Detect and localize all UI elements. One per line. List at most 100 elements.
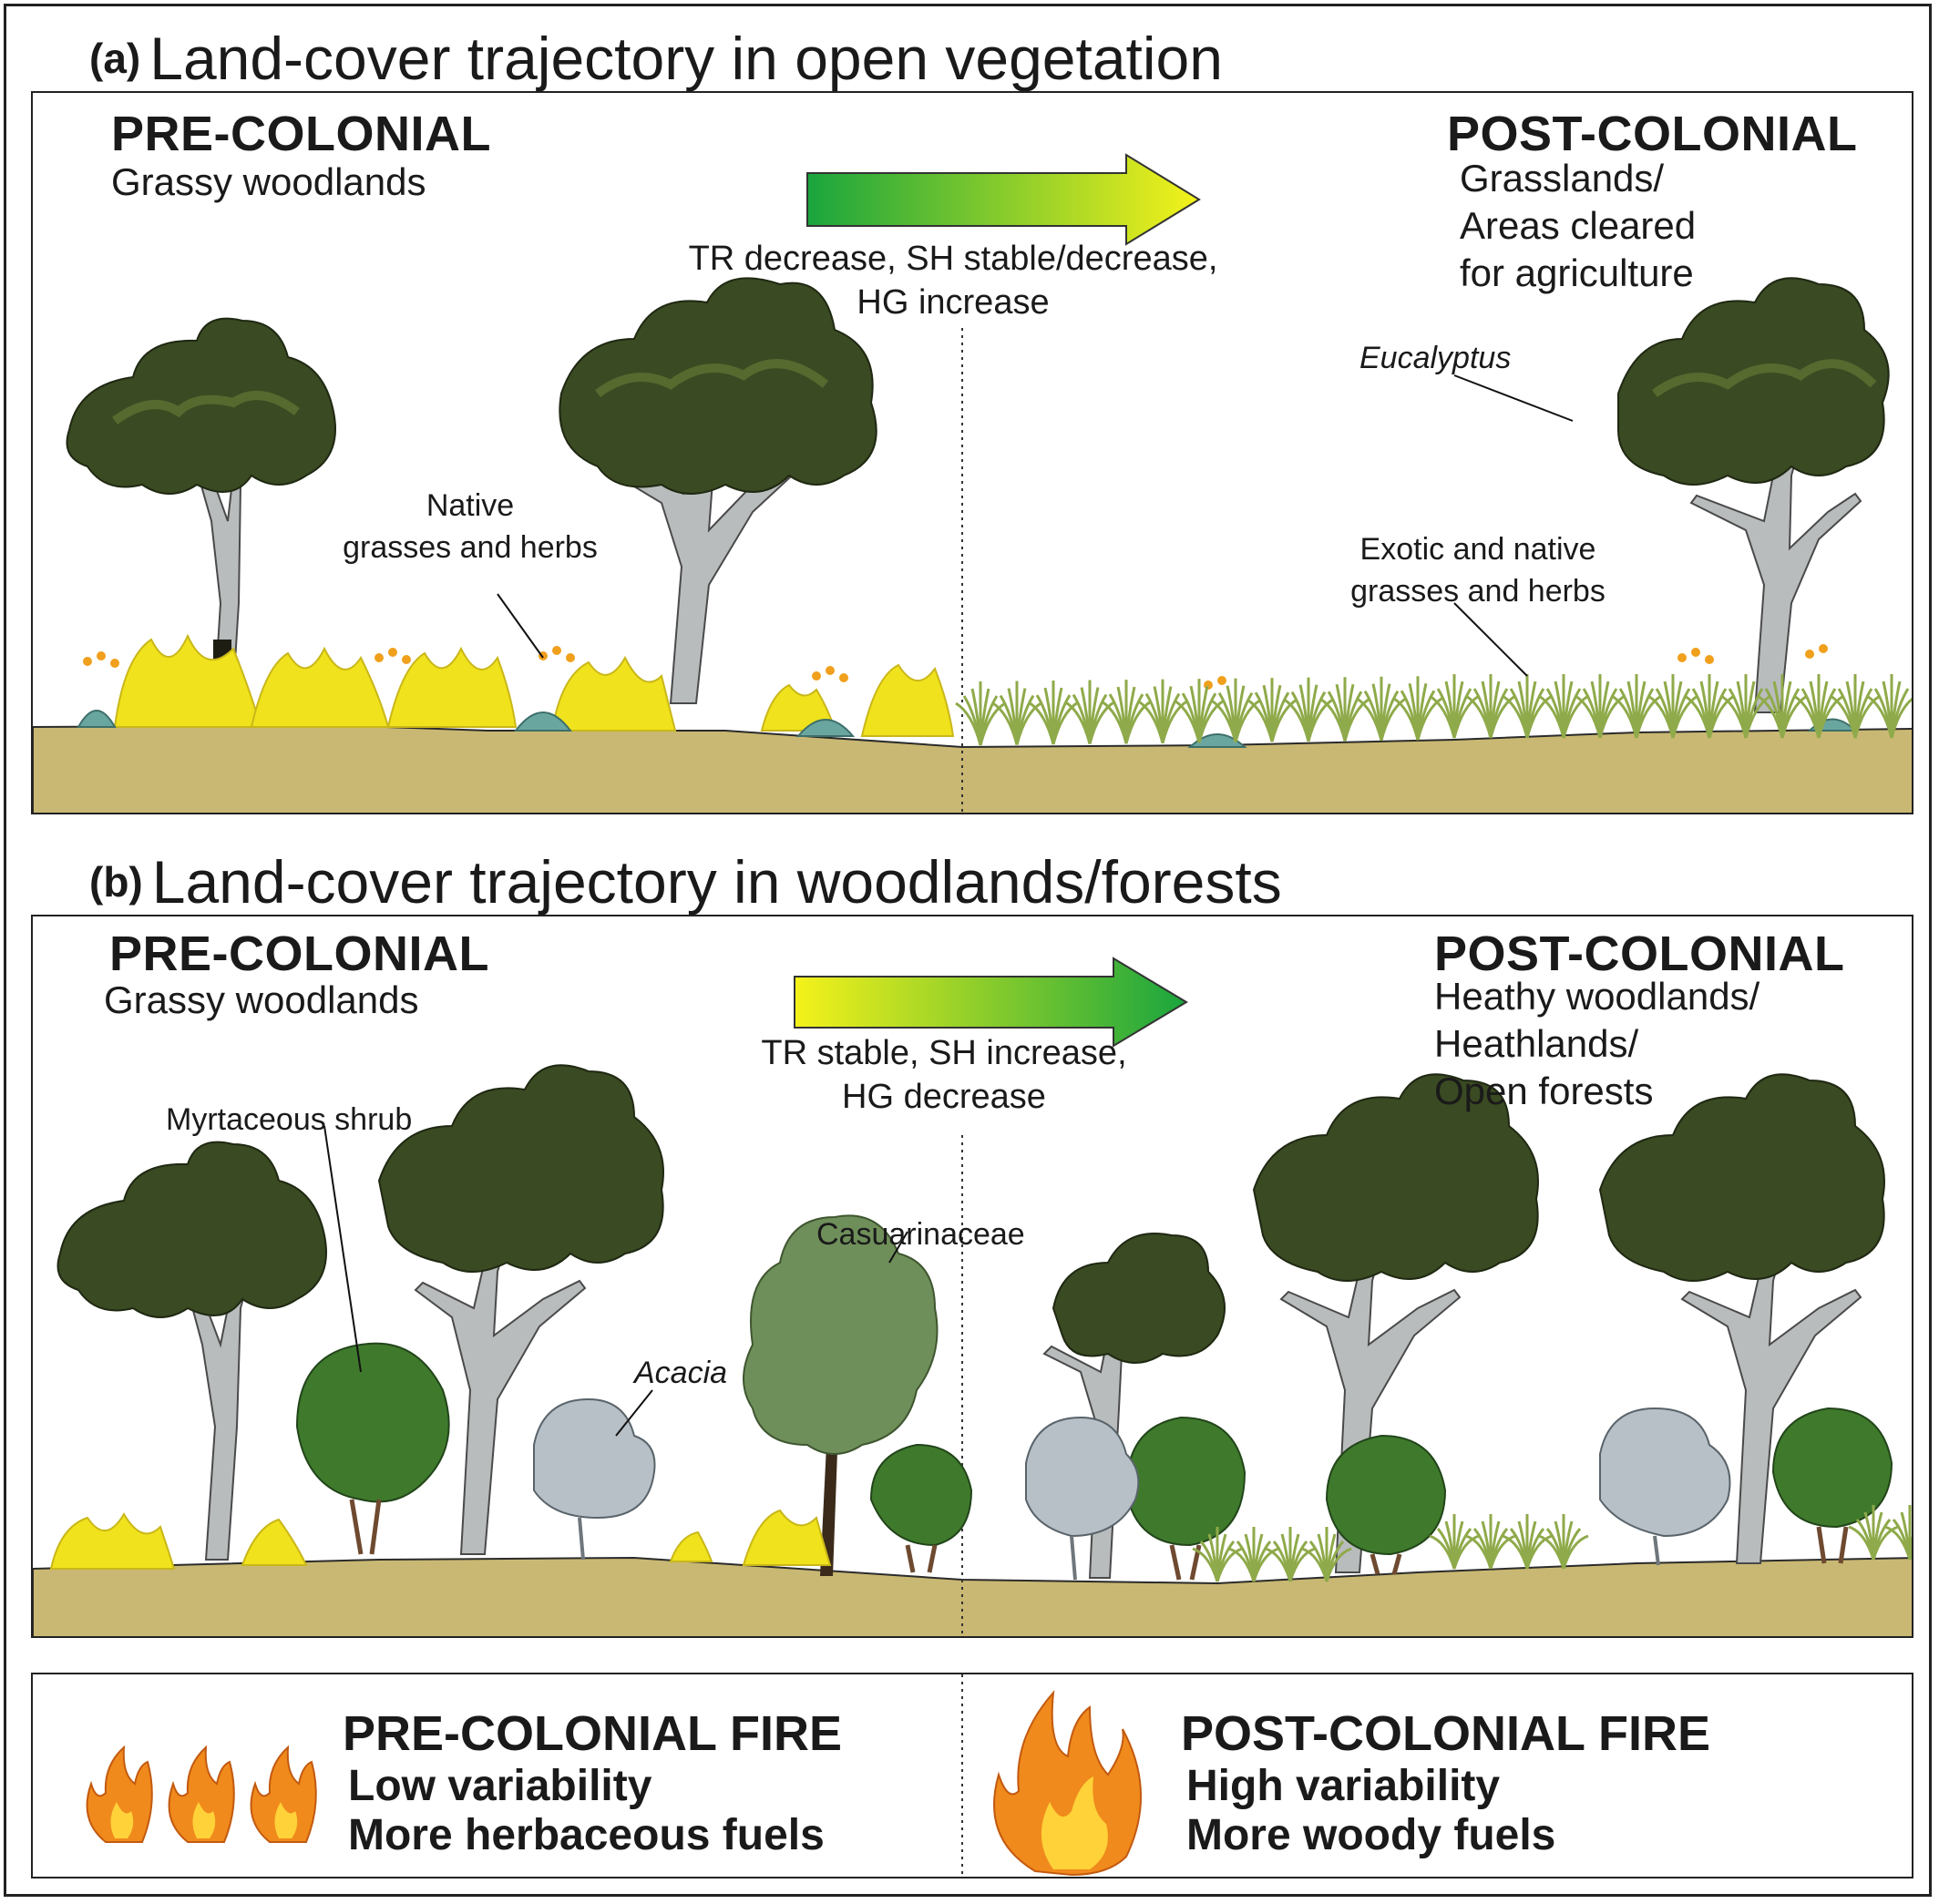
pre-fire-line-1: Low variability [348, 1762, 652, 1810]
native-line-2: grasses and herbs [343, 530, 598, 565]
leader-acacia [615, 1389, 653, 1437]
grass-blade [1817, 694, 1844, 739]
panel-a-scene [33, 153, 1912, 813]
panel-b: PRE-COLONIAL Grassy woodlands POST-COLON… [31, 915, 1913, 1638]
grass-blade [1489, 1534, 1516, 1570]
label-casuarinaceae: Casuarinaceae [816, 1217, 1025, 1252]
trend-arrow-a [806, 153, 1201, 246]
grass-blade [1307, 698, 1334, 742]
eucalyptus-tree-icon [559, 277, 877, 704]
grass-blade [1343, 697, 1370, 742]
grass-blade [1671, 694, 1698, 739]
panel-b-pre-heading: PRE-COLONIAL [109, 926, 489, 981]
panel-b-title: (b)Land-cover trajectory in woodlands/fo… [89, 847, 1282, 916]
leader-myrtaceous [323, 1125, 362, 1373]
grass-blade [1872, 1525, 1899, 1561]
trend-line-2: HG increase [857, 283, 1050, 322]
exotic-grass-icon [955, 674, 1912, 746]
exotic-line-1: Exotic and native [1359, 532, 1596, 567]
grass-blade [979, 701, 1006, 746]
exotic-line-2: grasses and herbs [1350, 574, 1606, 609]
eucalyptus-tree-icon [1252, 1073, 1539, 1573]
grass-blade [1744, 694, 1771, 739]
panel-b-trend-text: TR stable, SH increase, HG decrease [616, 1031, 1272, 1119]
native-grass-icon [113, 633, 955, 737]
post-sub-line-2: Heathlands/ [1434, 1022, 1639, 1065]
panel-a-pre-sub: Grassy woodlands [111, 160, 426, 203]
herb-flower-icon [83, 644, 1828, 690]
post-sub-line-1: Grasslands/ [1460, 157, 1665, 200]
fire-legend-panel: PRE-COLONIAL FIRE Low variability More h… [31, 1673, 1913, 1878]
grass-blade [1052, 701, 1079, 745]
grass-blade [1908, 1550, 1912, 1561]
post-sub-line-2: Areas cleared [1460, 204, 1697, 247]
trend-line-2: HG decrease [842, 1078, 1046, 1116]
label-eucalyptus: Eucalyptus [1359, 341, 1512, 375]
ground-b [33, 1556, 1912, 1636]
eucalyptus-tree-icon [66, 317, 336, 722]
panel-a-post-heading: POST-COLONIAL [1447, 107, 1858, 161]
ground-a [33, 723, 1912, 813]
grass-blade [1015, 701, 1042, 745]
label-myrtaceous-shrub: Myrtaceous shrub [166, 1102, 413, 1137]
grass-blade [1234, 699, 1261, 743]
eucalyptus-tree-icon [1598, 1073, 1885, 1564]
panel-a-tag: (a) [89, 35, 141, 82]
exotic-grass-icon [1192, 1505, 1912, 1582]
grass-blade [1416, 696, 1443, 741]
grass-blade [1853, 694, 1881, 739]
post-sub-line-3: Open forests [1434, 1070, 1654, 1112]
leader-exotic [1453, 602, 1528, 677]
post-fire-heading: POST-COLONIAL FIRE [1181, 1706, 1711, 1761]
grass-blade [1452, 694, 1480, 739]
native-line-1: Native [426, 488, 515, 523]
pre-fire-line-2: More herbaceous fuels [348, 1811, 825, 1859]
panel-a-post-sub: Grasslands/ Areas cleared for agricultur… [1460, 155, 1696, 297]
grass-blade [1216, 1547, 1243, 1582]
grass-blade [1380, 697, 1407, 742]
label-native-grasses: Native grasses and herbs [297, 485, 643, 568]
panel-b-post-sub: Heathy woodlands/ Heathlands/ Open fores… [1434, 973, 1759, 1115]
grass-blade [1452, 1534, 1480, 1570]
label-exotic-grasses: Exotic and native grasses and herbs [1296, 528, 1660, 612]
large-flame-icon [993, 1690, 1143, 1877]
casuarina-tree-icon [743, 1214, 939, 1576]
post-fire-lines: High variability More woody fuels [1186, 1762, 1555, 1860]
leader-native [497, 593, 544, 659]
grass-blade [1489, 694, 1516, 739]
label-acacia: Acacia [634, 1356, 728, 1390]
panel-b-pre-sub: Grassy woodlands [104, 978, 419, 1021]
grass-blade [1562, 1534, 1589, 1570]
grass-blade [1562, 694, 1589, 739]
acacia-shrub-icon [533, 1397, 1731, 1538]
panel-a-title-text: Land-cover trajectory in open vegetation [149, 25, 1223, 92]
post-fire-line-2: More woody fuels [1186, 1811, 1556, 1859]
shrub-stem-icon [349, 1499, 1849, 1581]
panel-b-tag: (b) [89, 858, 143, 906]
grass-blade [1780, 694, 1808, 739]
eucalyptus-tree-icon [56, 1141, 327, 1561]
grass-blade [1252, 1547, 1279, 1582]
grass-blade [1197, 699, 1225, 743]
trend-line-1: TR decrease, SH stable/decrease, [688, 240, 1218, 278]
grass-blade [1270, 698, 1298, 742]
grass-blade [1708, 694, 1735, 739]
small-flame-icon [168, 1745, 235, 1843]
leader-eucalyptus [1453, 374, 1574, 422]
leader-casuarinaceae [888, 1231, 908, 1264]
panel-a: PRE-COLONIAL Grassy woodlands POST-COLON… [31, 91, 1913, 814]
post-fire-line-1: High variability [1186, 1762, 1501, 1810]
fire-legend-scene [86, 1674, 1143, 1877]
grass-blade [1088, 701, 1115, 744]
grass-blade [1124, 700, 1152, 744]
panel-a-pre-heading: PRE-COLONIAL [111, 107, 491, 161]
native-grass-icon [49, 1509, 832, 1570]
small-flame-icon [86, 1745, 153, 1843]
grass-blade [1288, 1547, 1316, 1582]
panel-b-post-heading: POST-COLONIAL [1434, 926, 1845, 981]
panel-b-scene [33, 957, 1912, 1636]
pre-fire-heading: PRE-COLONIAL FIRE [343, 1706, 843, 1761]
grass-blade [1525, 694, 1553, 739]
grass-blade [1890, 697, 1912, 739]
eucalyptus-tree-icon [1617, 277, 1890, 713]
